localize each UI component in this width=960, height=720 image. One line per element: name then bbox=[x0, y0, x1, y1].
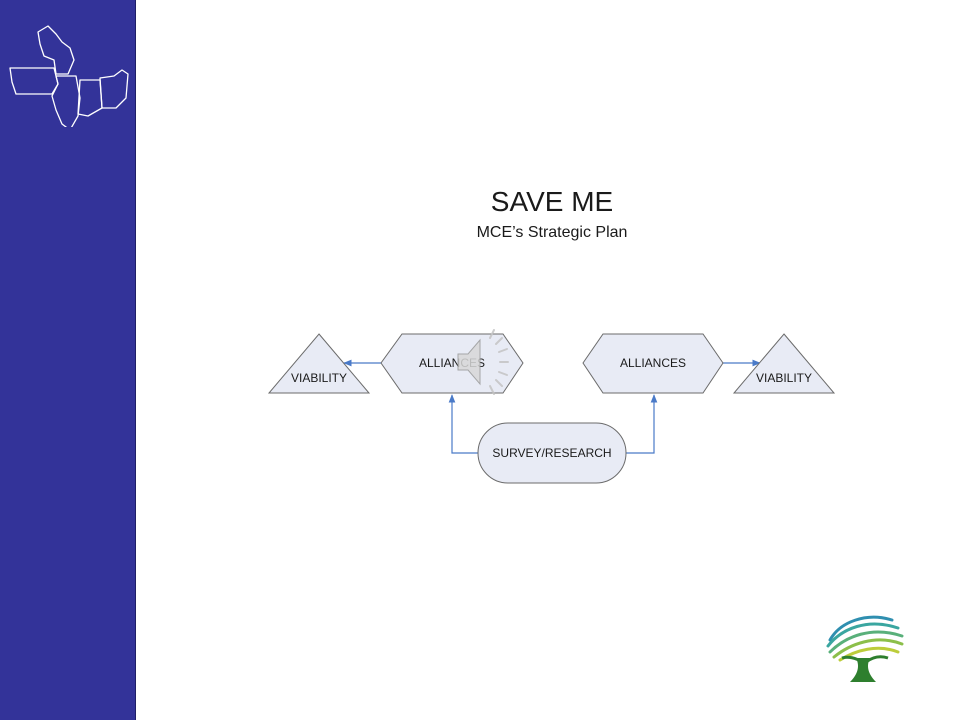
sidebar-band bbox=[0, 0, 136, 720]
survey-research-node: SURVEY/RESEARCH bbox=[477, 422, 627, 484]
viability-left-label: VIABILITY bbox=[291, 371, 347, 385]
speaker-audio-icon[interactable] bbox=[457, 329, 509, 395]
alliances-right-label: ALLIANCES bbox=[620, 356, 686, 370]
alliances-left-node: ALLIANCES bbox=[380, 333, 524, 394]
survey-research-label: SURVEY/RESEARCH bbox=[492, 446, 611, 460]
viability-right-node: VIABILITY bbox=[732, 333, 836, 394]
midwest-states-map-icon bbox=[9, 25, 129, 127]
alliances-right-node: ALLIANCES bbox=[582, 333, 724, 394]
viability-left-node: VIABILITY bbox=[267, 333, 371, 394]
viability-right-label: VIABILITY bbox=[756, 371, 812, 385]
connector-survey-to-alliances-left bbox=[448, 394, 480, 454]
slide-title: SAVE ME bbox=[490, 186, 614, 217]
slide-subtitle: MCE’s Strategic Plan bbox=[476, 224, 628, 241]
tree-logo-icon bbox=[826, 615, 904, 682]
connector-survey-to-alliances-right bbox=[626, 394, 658, 454]
